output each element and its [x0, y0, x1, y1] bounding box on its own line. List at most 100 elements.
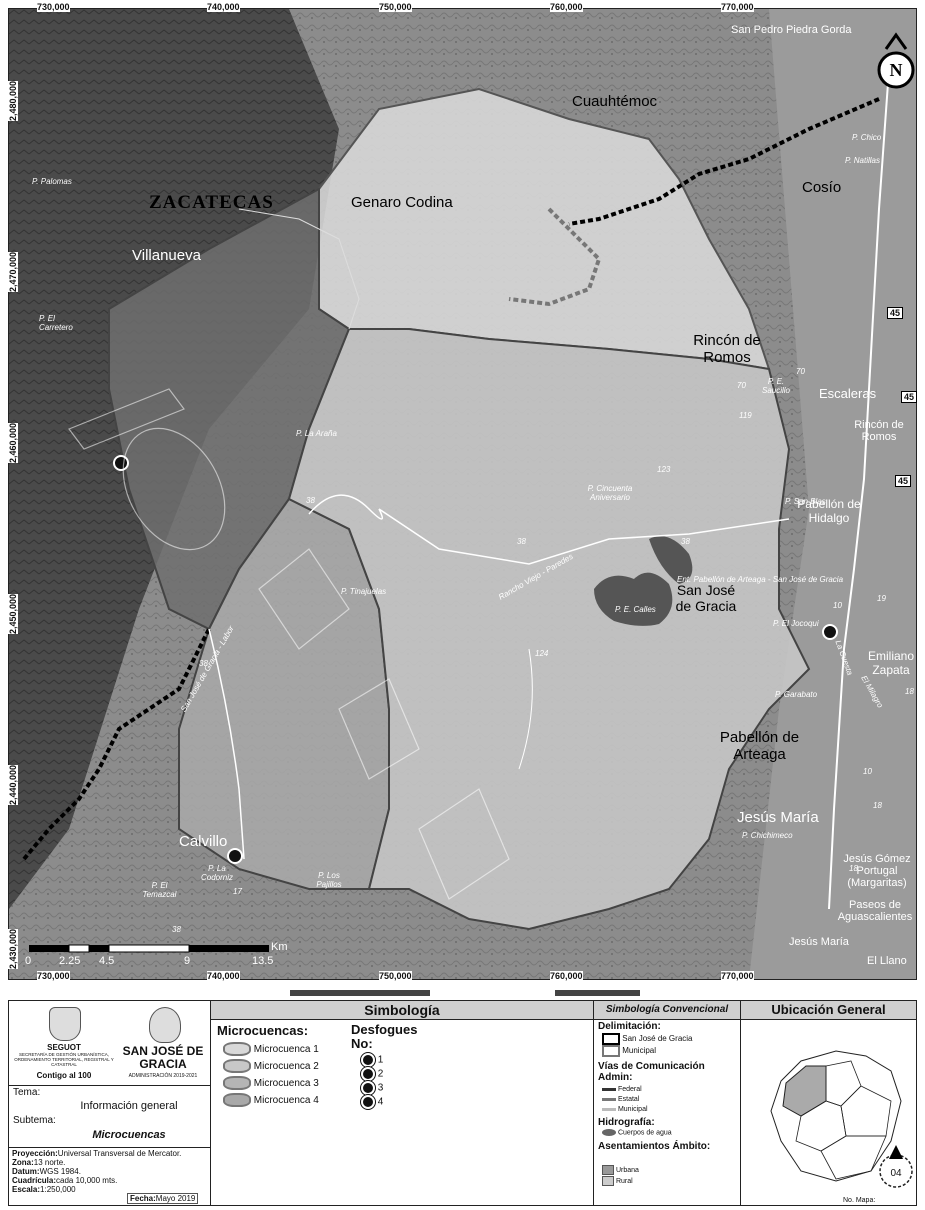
- scale-label: 2.25: [59, 955, 81, 967]
- microcuencas-list: Microcuenca 1 Microcuenca 2 Microcuenca …: [223, 1041, 319, 1109]
- label-zacatecas: ZACATECAS: [149, 192, 274, 213]
- label-p-chichimeco: P. Chichimeco: [742, 831, 793, 840]
- coord-x-top: 750,000: [379, 2, 412, 12]
- label-p-e-calles: P. E. Calles: [615, 605, 656, 614]
- road-label: 17: [233, 887, 242, 896]
- label-rincon-de-romos: Rincón de Romos: [693, 332, 761, 366]
- road-label: 70: [796, 367, 805, 376]
- road-label: 10: [863, 767, 872, 776]
- asentamientos-title: Asentamientos Ámbito:: [598, 1141, 711, 1152]
- label-p-e-saucillo: P. E. Saucillo: [761, 377, 790, 395]
- vias-list: Federal Estatal Municipal: [602, 1085, 648, 1115]
- state-crest-icon: [49, 1007, 81, 1041]
- institution-subtitle: SECRETARÍA DE GESTIÓN URBANÍSTICA, ORDEN…: [14, 1052, 114, 1067]
- institution-name: SEGUOT: [47, 1043, 81, 1052]
- institution-panel: SEGUOT SECRETARÍA DE GESTIÓN URBANÍSTICA…: [9, 1001, 211, 1205]
- coord-x-top: 740,000: [207, 2, 240, 12]
- coord-x-bottom: 740,000: [207, 971, 240, 981]
- municipio-name: SAN JOSÉ DE GRACIA: [122, 1044, 204, 1071]
- projection-info: Proyección:Universal Transversal de Merc…: [12, 1149, 182, 1194]
- institution-slogan: Contigo al 100: [36, 1071, 92, 1080]
- admin-period: ADMINISTRACIÓN 2019-2021: [128, 1073, 198, 1079]
- watermark-consulta: [68, 388, 510, 900]
- road-label: 18: [873, 801, 882, 810]
- road-shield: 45: [887, 307, 904, 319]
- rural-icon: [602, 1175, 614, 1186]
- label-p-el-temazcal: P. El Temazcal: [142, 881, 177, 899]
- convencional-title: Simbología Convencional: [594, 1001, 740, 1020]
- label-el-llano: El Llano: [867, 955, 907, 967]
- microcuenca-3[interactable]: [287, 328, 811, 931]
- desfogue-icon: [361, 1053, 375, 1067]
- simbologia-title: Simbología: [211, 1001, 593, 1020]
- label-p-cincuenta-aniversario: P. Cincuenta Aniversario: [587, 484, 633, 502]
- desfogue-point-1[interactable]: [113, 455, 129, 471]
- microcuencas-title: Microcuencas:: [217, 1023, 309, 1038]
- map-canvas[interactable]: N: [9, 9, 916, 979]
- coord-y-left: 2,430,000: [8, 928, 18, 969]
- hidrografia-title: Hidrografía:: [598, 1117, 655, 1128]
- coord-x-top: 770,000: [721, 2, 754, 12]
- label-p-tinajuelas: P. Tinajuelas: [341, 587, 387, 596]
- eastern-valley: [749, 9, 916, 979]
- road-label: 124: [535, 649, 549, 658]
- location-minimap: [770, 1050, 913, 1188]
- coord-y-left: 2,480,000: [8, 80, 18, 121]
- label-p-la-arana: P. La Araña: [296, 429, 337, 438]
- road-calvillo: [208, 628, 245, 860]
- label-escaleras: Escaleras: [819, 386, 877, 401]
- subtema-label: Subtema:: [13, 1115, 56, 1126]
- road-label: 70: [737, 381, 746, 390]
- label-paseos-aguascalientes: Paseos de Aguascalientes: [837, 899, 913, 923]
- municipal-boundary-icon: [602, 1045, 620, 1058]
- swatch-microcuenca-4: [223, 1093, 251, 1108]
- urban-icon: [602, 1165, 614, 1175]
- desfogue-icon: [361, 1095, 375, 1109]
- reservoir-arm: [649, 536, 693, 584]
- state-boundary-west: [22, 628, 211, 861]
- swatch-microcuenca-2: [223, 1059, 251, 1074]
- road-label: 38: [306, 496, 315, 505]
- label-jesus-maria-2: Jesús María: [789, 936, 849, 948]
- coord-x-top: 760,000: [550, 2, 583, 12]
- state-road-icon: [602, 1097, 616, 1101]
- boundary-icon: [602, 1033, 620, 1045]
- scale-label: 4.5: [99, 955, 115, 967]
- label-villanueva: Villanueva: [132, 247, 201, 264]
- state-boundary-north: [568, 97, 880, 226]
- desfogue-point-2[interactable]: [227, 848, 243, 864]
- desfogue-point-3[interactable]: [822, 624, 838, 640]
- scale-unit: Km: [271, 941, 288, 953]
- subtema-value: Microcuencas: [92, 1129, 166, 1141]
- coord-y-left: 2,440,000: [8, 764, 18, 805]
- coord-y-left: 2,460,000: [8, 422, 18, 463]
- label-p-los-pajillos: P. Los Pajillos: [316, 871, 342, 889]
- label-p-natillas: P. Natillas: [845, 156, 880, 165]
- mapa-no-label: No. Mapa:: [843, 1197, 876, 1204]
- divider: [9, 1147, 211, 1148]
- label-ent-pabellon: Ent. Pabellón de Arteaga - San José de G…: [677, 575, 844, 584]
- north-arrow-icon: N: [877, 32, 915, 89]
- label-pabellon-de-arteaga: Pabellón de Arteaga: [719, 729, 800, 763]
- road-label: 19: [877, 594, 886, 603]
- scale-label: 9: [184, 955, 191, 967]
- label-calvillo: Calvillo: [179, 833, 228, 850]
- hidro-list: Cuerpos de agua: [602, 1129, 672, 1136]
- label-jesus-gomez-portugal: Jesús Gómez Portugal (Margaritas): [843, 853, 911, 889]
- label-san-jose-de-gracia: San José de Gracia: [675, 582, 737, 614]
- scale-bar: [29, 944, 269, 953]
- label-san-pedro: San Pedro Piedra Gorda: [731, 24, 852, 36]
- desfogues-list: 1 2 3 4: [361, 1053, 383, 1109]
- road-124: [518, 648, 533, 770]
- road-label: 38: [199, 659, 208, 668]
- map-frame[interactable]: N 730,000 740,000 750,000 760,000 770,00…: [8, 2, 918, 981]
- scale-label: 0: [25, 955, 32, 967]
- road-label: 10: [833, 601, 842, 610]
- road-label: 119: [739, 411, 752, 420]
- municipal-crest-icon: [149, 1007, 181, 1043]
- label-emiliano-zapata: Emiliano Zapata: [867, 649, 915, 677]
- scale-label: 13.5: [252, 955, 274, 967]
- convencional-panel: Simbología Convencional Delimitación: Sa…: [594, 1001, 741, 1205]
- road-shield: 45: [901, 391, 918, 403]
- coord-x-bottom: 770,000: [721, 971, 754, 981]
